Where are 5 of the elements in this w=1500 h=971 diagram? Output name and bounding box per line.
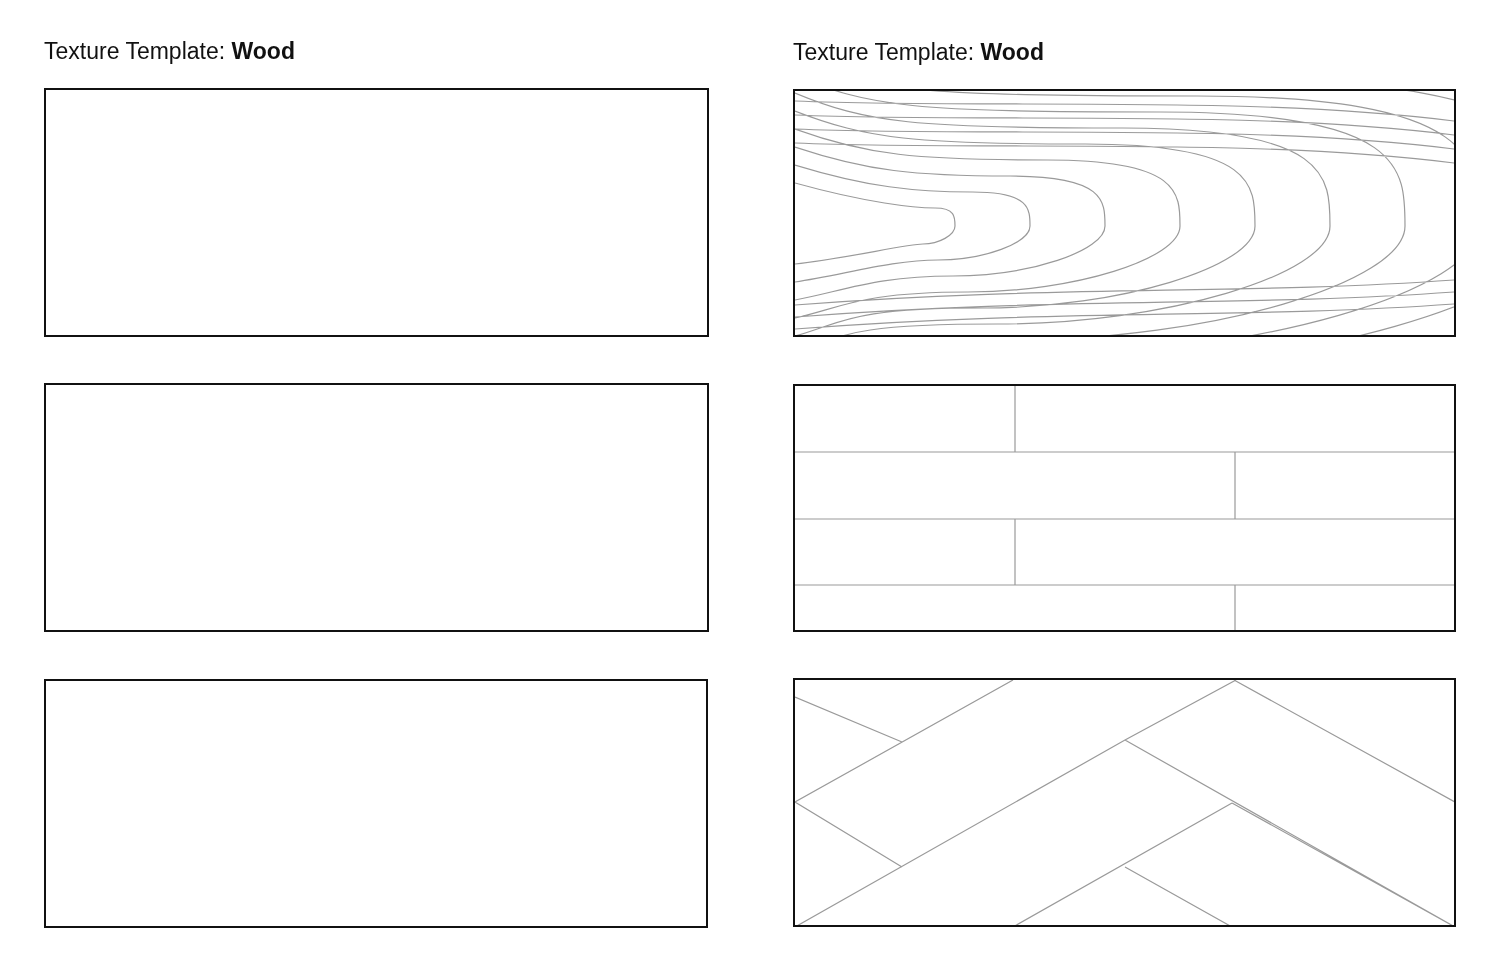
template-title: Texture Template: Wood [793,39,1044,66]
template-title: Texture Template: Wood [44,38,295,65]
drawing-frame [44,383,709,632]
drawing-frame [44,679,708,928]
drawing-frame [44,88,709,337]
